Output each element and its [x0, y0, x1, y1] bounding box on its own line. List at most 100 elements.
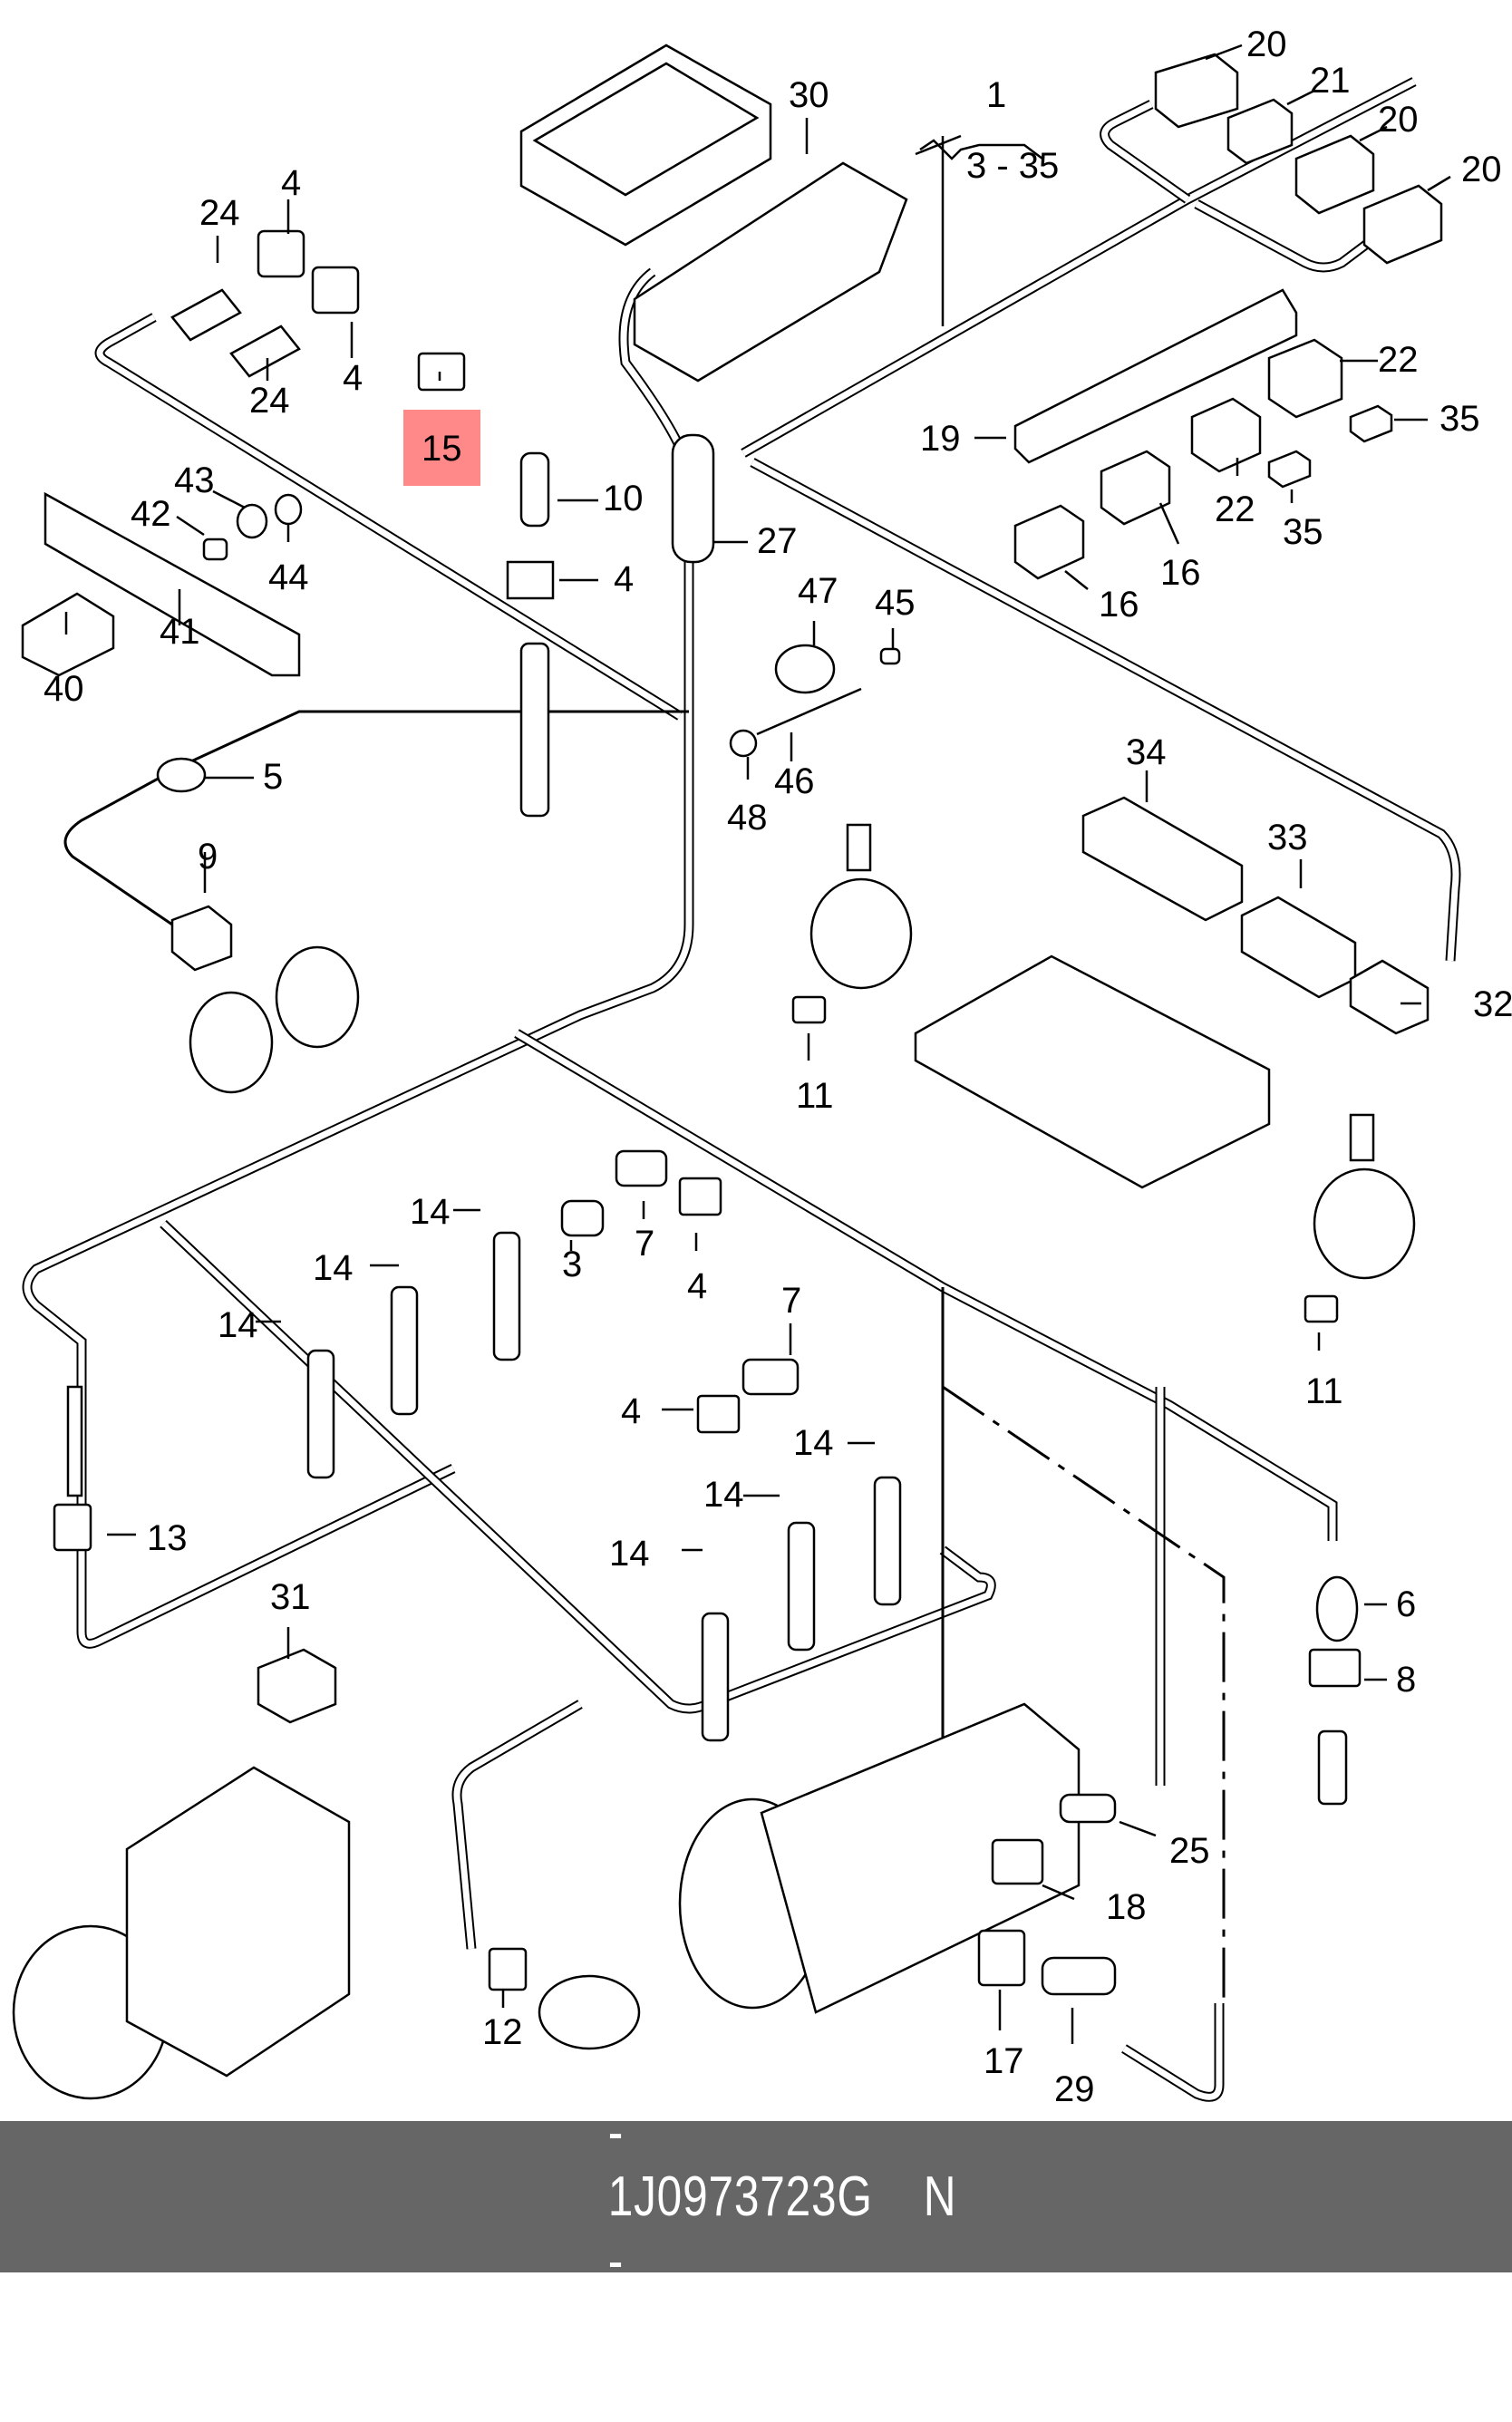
brand-label: VAG: [607, 2037, 703, 2099]
housing-4a: [678, 1177, 722, 1216]
callout-17: 17: [984, 2041, 1024, 2081]
connector-32: [1349, 959, 1430, 1035]
sensor-6: [1315, 1575, 1359, 1642]
pressure-converter-upper: [809, 823, 913, 990]
connector-20b: [1294, 134, 1375, 215]
callout-11: 11: [796, 1076, 834, 1116]
callout-4: 4: [621, 1391, 641, 1431]
relay-22b: [1190, 397, 1262, 473]
glow-plug-6: [873, 1476, 902, 1606]
callout-14: 14: [703, 1475, 744, 1515]
callout-4: 4: [343, 358, 363, 398]
callout-42: 42: [131, 494, 171, 534]
callout-24: 24: [199, 193, 240, 233]
fuse-35b: [1267, 450, 1312, 489]
glow-plug-2: [390, 1285, 419, 1416]
connector-34: [1081, 796, 1244, 922]
callout-35: 35: [1283, 512, 1323, 552]
connector-20c: [1362, 184, 1443, 265]
callout-7: 7: [635, 1224, 654, 1264]
injector: [519, 642, 550, 818]
sensor-25: [1059, 1793, 1117, 1824]
callout-34: 34: [1126, 732, 1167, 772]
callout-25: 25: [1169, 1831, 1210, 1871]
bracket-41: [44, 491, 301, 677]
connector-17: [977, 1929, 1026, 1987]
sensor-12: [488, 1947, 641, 2050]
connector-11b: [1304, 1294, 1339, 1323]
bolt-46: [756, 687, 862, 736]
callout-4: 4: [614, 559, 634, 599]
callout-5: 5: [263, 757, 283, 797]
position-number: 15: [607, 2294, 660, 2357]
callout-35: 35: [1439, 399, 1480, 439]
callout-21: 21: [1310, 61, 1351, 101]
glow-plug-3: [492, 1231, 521, 1361]
callout-41: 41: [160, 612, 200, 652]
callout-31: 31: [270, 1577, 311, 1617]
sensor-10: [506, 451, 555, 600]
callout-20: 20: [1461, 150, 1502, 189]
separator: -: [607, 2230, 625, 2292]
position-label: N: [923, 2165, 957, 2228]
sensor-24b: [229, 266, 360, 378]
callout-40: 40: [44, 669, 84, 709]
callout-8: 8: [1396, 1660, 1416, 1700]
callout-14: 14: [313, 1248, 354, 1288]
callout-14: 14: [793, 1423, 834, 1463]
grommet-27: [671, 433, 715, 564]
callout-11: 11: [1305, 1371, 1343, 1411]
callout-14: 14: [218, 1305, 258, 1345]
glow-plug-4: [701, 1612, 730, 1742]
connector-9: [170, 905, 233, 972]
sensor-13: [53, 1385, 92, 1552]
gearbox: [678, 1702, 1081, 2014]
callout-24: 24: [249, 381, 290, 421]
injection-pump: [12, 1766, 351, 2100]
callout-16: 16: [1099, 585, 1139, 625]
footer-bar: VAG - 1J0973723G N - 15: [0, 2037, 1512, 2357]
callout-14: 14: [609, 1534, 650, 1574]
glow-plug-1: [306, 1349, 335, 1479]
separator: -: [607, 2101, 625, 2164]
callout-10: 10: [603, 479, 644, 518]
callout-3: 3: [562, 1245, 582, 1284]
callout-27: 27: [757, 521, 798, 561]
callout-22: 22: [1378, 340, 1419, 380]
connector-20a: [1154, 53, 1239, 129]
ecu-bracket-30: [519, 44, 908, 383]
callout-18: 18: [1106, 1887, 1147, 1927]
pressure-converter-lower: [1313, 1113, 1416, 1280]
housing-8: [1308, 1648, 1362, 1688]
part-number: 1J0973723G: [607, 2165, 873, 2228]
clamp-47: [774, 644, 836, 694]
connector-21: [1226, 98, 1294, 165]
sensor-24a: [170, 229, 305, 342]
speed-sensor: [1317, 1729, 1348, 1806]
ecu: [914, 954, 1271, 1189]
relay-22a: [1267, 338, 1343, 419]
nut-44: [274, 493, 303, 526]
callout-45: 45: [875, 583, 916, 623]
callout-15: 15: [422, 429, 462, 469]
pin-45: [879, 647, 901, 665]
callout-33: 33: [1267, 818, 1308, 857]
part-caption: VAG - 1J0973723G N - 15: [555, 1972, 956, 2422]
callout-4: 4: [687, 1266, 707, 1306]
connector-11a: [791, 995, 827, 1024]
callout-9: 9: [198, 837, 218, 877]
washer-43: [236, 503, 268, 539]
fuse-35a: [1349, 404, 1393, 443]
parts-diagram: 20 21 20 20 30 1 3 - 35 24 4 24 4 15 10 …: [12, 24, 1512, 2109]
bolt-42: [202, 538, 228, 561]
callout-44: 44: [268, 557, 309, 597]
leader-lines: [64, 44, 1451, 2044]
relay-carrier-19: [1013, 288, 1298, 464]
grommet-5: [156, 757, 207, 793]
connector-31: [257, 1648, 337, 1724]
connector-16a: [1100, 450, 1171, 526]
callout-32: 32: [1473, 984, 1512, 1024]
connector-33: [1240, 896, 1357, 999]
callouts: 20 21 20 20 30 1 3 - 35 24 4 24 4 15 10 …: [44, 24, 1512, 2109]
callout-22: 22: [1215, 489, 1255, 529]
